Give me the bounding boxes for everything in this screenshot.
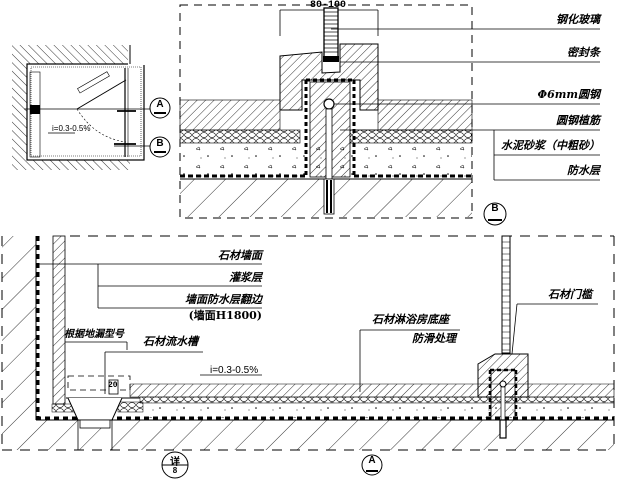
plan-marker-a: A [156,99,164,110]
label-wall-height: (墙面H1800) [188,309,262,322]
label-anti-slip: 防滑处理 [412,332,456,345]
dimension-80-100: 80-100 [310,0,347,11]
label-wall-waterproof-turnup: 墙面防水层翻边 [185,293,262,306]
label-cement-mortar: 水泥砂浆（中粗砂） [501,139,600,152]
dimension-20: 20 [108,381,118,390]
detail-b [179,4,600,226]
detail-marker-bottom: 8 [172,466,178,475]
label-waterproof: 防水层 [567,164,600,177]
plan-slope: i=0.3-0.5% [52,124,91,133]
label-stone-threshold: 石材门槛 [548,288,592,301]
floor-slope: i=0.3-0.5% [210,365,259,376]
label-tempered-glass: 钢化玻璃 [556,13,600,26]
section-a [1,235,615,479]
label-drain-model: 根据地漏型号 [64,329,124,340]
label-shower-base: 石材淋浴房底座 [372,313,449,326]
detail-marker-top: 详 [170,457,180,468]
plan-marker-b: B [156,138,164,149]
label-steel-rod: Φ6mm圆钢 [537,88,600,101]
label-seal-strip: 密封条 [567,46,600,59]
label-stone-wall: 石材墙面 [218,249,262,262]
label-grout-layer: 灌浆层 [229,271,262,284]
section-marker-a: A [368,455,376,466]
section-marker-b: B [491,203,499,214]
plan-view [12,45,171,170]
label-rebar-anchor: 圆钢植筋 [556,114,600,127]
label-stone-channel: 石材流水槽 [143,335,198,348]
